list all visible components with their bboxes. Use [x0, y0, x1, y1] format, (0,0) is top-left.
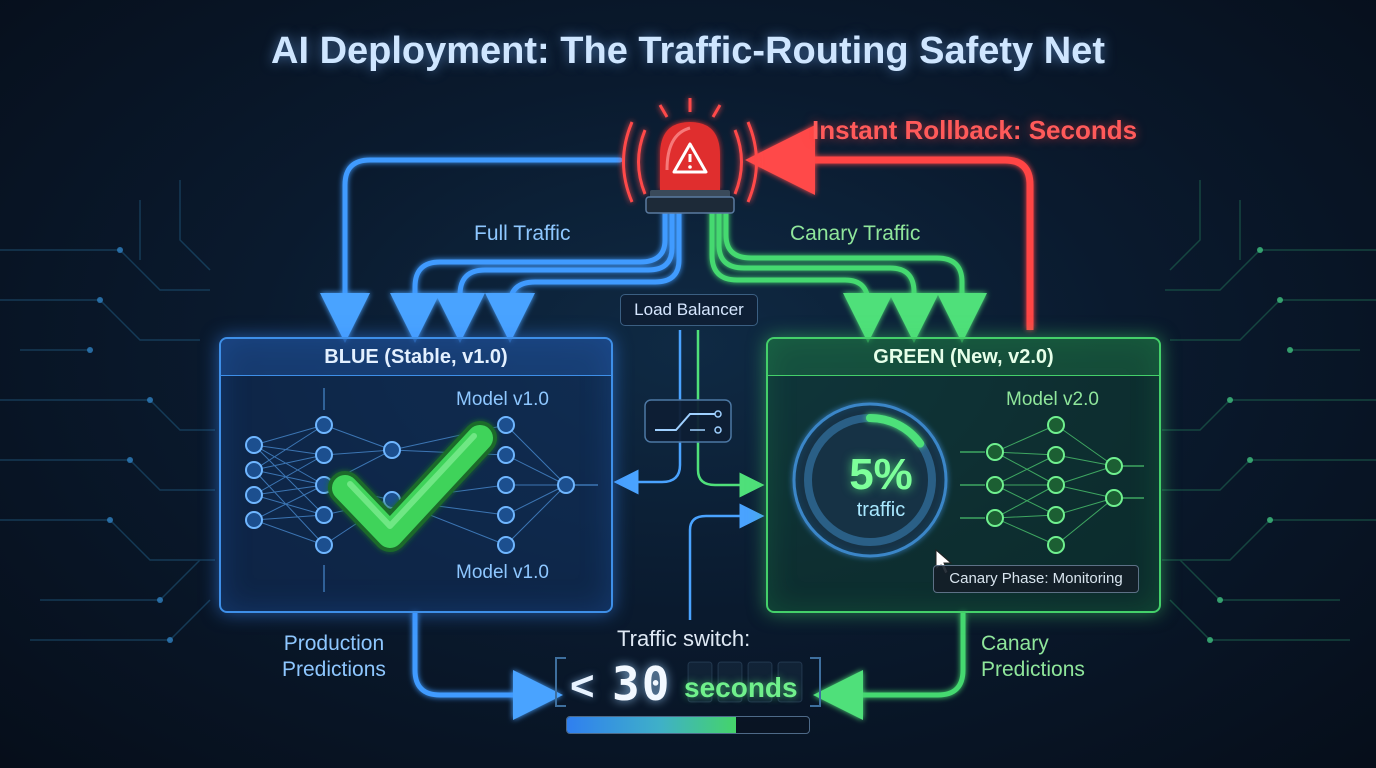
traffic-word: traffic	[856, 499, 906, 521]
traffic-percent: 5%	[849, 450, 913, 499]
load-balancer-label: Load Balancer	[620, 294, 758, 326]
canary-phase-badge: Canary Phase: Monitoring	[933, 565, 1139, 593]
less-than-symbol: <	[570, 662, 595, 709]
rollback-label: Instant Rollback: Seconds	[812, 115, 1138, 145]
green-model-label: Model v2.0	[1006, 389, 1099, 410]
circuit-left	[0, 180, 215, 641]
circuit-right	[1162, 180, 1376, 641]
alarm-siren-icon	[622, 98, 758, 214]
canary-traffic-label: Canary Traffic	[790, 222, 921, 245]
rollback-arrow	[745, 125, 1034, 330]
timer-digits: 30	[612, 657, 672, 711]
green-panel-header: GREEN (New, v2.0)	[768, 339, 1159, 376]
blue-model-label-bottom: Model v1.0	[456, 562, 549, 583]
production-predictions-label: Production Predictions	[282, 631, 386, 683]
canary-pred-arrow	[813, 612, 966, 720]
blue-model-label-top: Model v1.0	[456, 389, 549, 410]
full-traffic-label: Full Traffic	[474, 222, 571, 245]
canary-predictions-label: Canary Predictions	[981, 631, 1085, 683]
warning-triangle-icon	[672, 142, 708, 174]
timer-unit: seconds	[684, 672, 798, 703]
blue-environment-panel: BLUE (Stable, v1.0)	[219, 337, 613, 613]
canary-traffic-arrows	[709, 207, 987, 343]
production-line2: Predictions	[282, 658, 386, 681]
center-routing	[613, 330, 765, 620]
diagram-title: AI Deployment: The Traffic-Routing Safet…	[271, 30, 1105, 72]
full-traffic-arrows	[320, 157, 682, 343]
switch-progress-bar	[566, 716, 810, 734]
switch-progress-fill	[567, 717, 737, 733]
production-arrow	[412, 612, 563, 720]
canary-pred-line2: Predictions	[981, 658, 1085, 681]
production-line1: Production	[283, 632, 385, 655]
blue-panel-header: BLUE (Stable, v1.0)	[221, 339, 611, 376]
canary-pred-line1: Canary	[981, 632, 1049, 655]
traffic-switch-label: Traffic switch:	[617, 626, 751, 651]
switch-icon	[644, 399, 732, 443]
timer-frame	[555, 657, 821, 707]
